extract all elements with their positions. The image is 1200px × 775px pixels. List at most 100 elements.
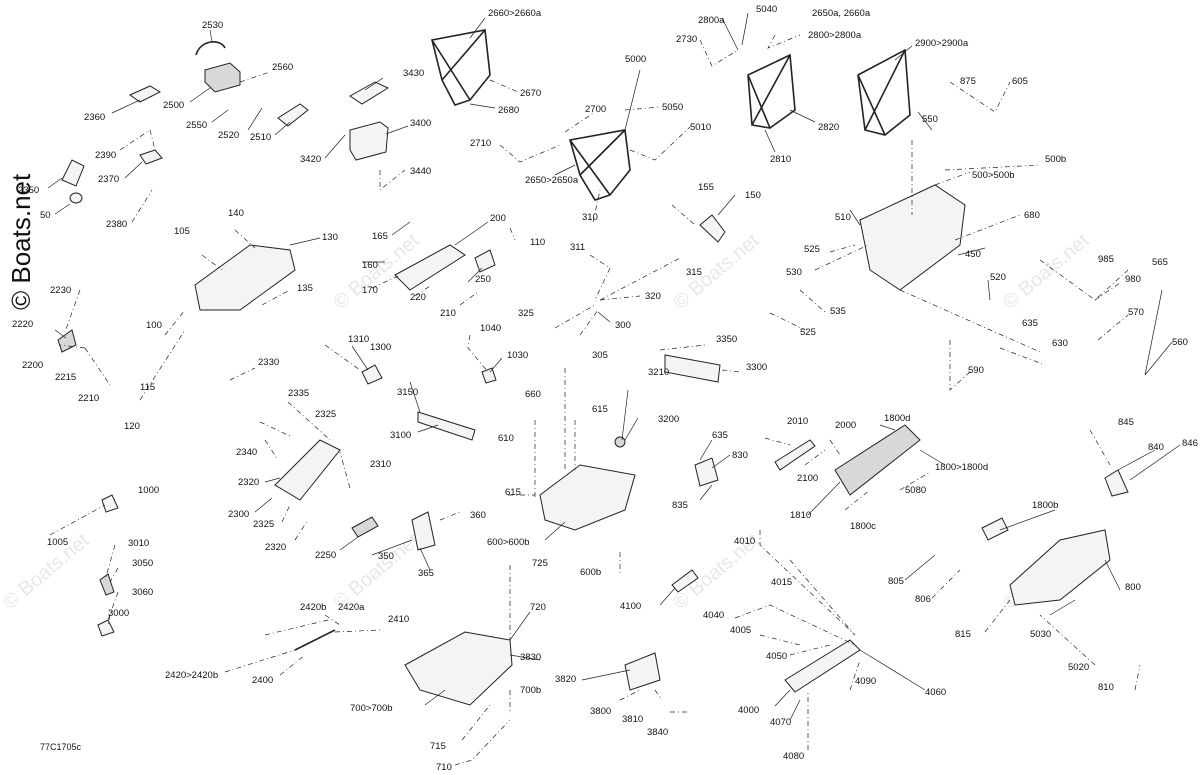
label-3430: 3430 — [403, 68, 424, 79]
part-bumper — [981, 517, 1009, 541]
label-590: 590 — [968, 365, 984, 376]
label-5030: 5030 — [1030, 629, 1051, 640]
label-320: 320 — [645, 291, 661, 302]
label-2380: 2380 — [106, 219, 127, 230]
label-2810: 2810 — [770, 154, 791, 165]
label-3840: 3840 — [647, 727, 668, 738]
label-4080: 4080 — [783, 751, 804, 762]
part-latch — [361, 364, 383, 385]
label-365: 365 — [418, 568, 434, 579]
label-170: 170 — [362, 285, 378, 296]
part-grommet — [614, 436, 626, 448]
label-300: 300 — [615, 320, 631, 331]
label-2520: 2520 — [218, 130, 239, 141]
label-305: 305 — [592, 350, 608, 361]
label-3830: 3830 — [520, 652, 541, 663]
label-600: 600>600b — [487, 537, 530, 548]
label-715: 715 — [430, 741, 446, 752]
label-105: 105 — [174, 226, 190, 237]
label-2360: 2360 — [84, 112, 105, 123]
part-seal — [349, 81, 390, 105]
label-110: 110 — [530, 237, 545, 248]
label-250: 250 — [475, 274, 491, 285]
label-660: 660 — [525, 389, 541, 400]
label-2390: 2390 — [95, 150, 116, 161]
label-1005: 1005 — [47, 537, 68, 548]
label-2320a: 2320 — [238, 477, 259, 488]
label-5050: 5050 — [662, 102, 683, 113]
label-360: 360 — [470, 510, 486, 521]
part-floor-rear — [404, 631, 513, 706]
part-grip — [61, 159, 85, 187]
parts-layer — [57, 29, 1129, 706]
label-700b: 700b — [520, 685, 541, 696]
label-160: 160 — [362, 260, 378, 271]
part-guard — [694, 457, 719, 487]
label-2700: 2700 — [585, 104, 606, 115]
label-200: 200 — [490, 213, 506, 224]
label-525b: 525 — [800, 327, 816, 338]
label-2000: 2000 — [835, 420, 856, 431]
label-600b: 600b — [580, 567, 601, 578]
label-3350: 3350 — [716, 334, 737, 345]
label-830: 830 — [732, 450, 748, 461]
label-220: 220 — [410, 292, 426, 303]
label-2560: 2560 — [272, 62, 293, 73]
label-635: 635 — [1022, 318, 1038, 329]
part-grab-handle — [195, 41, 226, 56]
label-535: 535 — [830, 306, 846, 317]
part-cage-front — [568, 129, 631, 201]
part-cup-holder — [128, 85, 162, 103]
label-805: 805 — [888, 576, 904, 587]
label-3820: 3820 — [555, 674, 576, 685]
label-2730: 2730 — [676, 34, 697, 45]
label-3150: 3150 — [397, 387, 418, 398]
label-3050: 3050 — [132, 558, 153, 569]
label-2820: 2820 — [818, 122, 839, 133]
part-bin — [349, 121, 389, 161]
part-shield — [671, 569, 699, 593]
label-3810: 3810 — [622, 714, 643, 725]
label-4015: 4015 — [771, 577, 792, 588]
label-2010: 2010 — [787, 416, 808, 427]
part-tie-bar — [294, 629, 336, 651]
label-1800d: 1800d — [884, 413, 910, 424]
label-325: 325 — [518, 308, 534, 319]
part-storage-box — [204, 62, 241, 93]
label-135: 135 — [297, 283, 313, 294]
label-3440: 3440 — [410, 166, 431, 177]
label-710: 710 — [436, 762, 452, 773]
label-2530: 2530 — [202, 20, 223, 31]
label-605: 605 — [1012, 76, 1028, 87]
label-5020: 5020 — [1068, 662, 1089, 673]
label-980: 980 — [1125, 274, 1141, 285]
label-1800b: 1800b — [1032, 500, 1058, 511]
label-570: 570 — [1128, 307, 1144, 318]
label-210: 210 — [440, 308, 456, 319]
label-5010: 5010 — [690, 122, 711, 133]
part-cap — [1104, 469, 1129, 497]
label-1040: 1040 — [480, 323, 501, 334]
label-4000: 4000 — [738, 705, 759, 716]
part-tray — [277, 103, 309, 127]
label-630: 630 — [1052, 338, 1068, 349]
part-cage-side-left — [747, 53, 796, 129]
label-500: 500>500b — [972, 170, 1015, 181]
label-2660: 2660>2660a — [488, 8, 542, 19]
label-1800e: 1800>1800d — [935, 462, 988, 473]
part-base — [97, 619, 115, 637]
label-3010: 3010 — [128, 538, 149, 549]
part-frame-rail — [784, 639, 861, 693]
label-3800: 3800 — [590, 706, 611, 717]
label-3300: 3300 — [746, 362, 767, 373]
label-130: 130 — [322, 232, 338, 243]
part-kick-panel — [411, 511, 436, 551]
label-2100: 2100 — [797, 473, 818, 484]
part-steering-bracket — [394, 244, 466, 291]
label-610: 610 — [498, 433, 514, 444]
label-5000: 5000 — [625, 54, 646, 65]
part-dashboard — [194, 244, 296, 311]
part-vent — [351, 516, 379, 538]
label-2670: 2670 — [520, 88, 541, 99]
